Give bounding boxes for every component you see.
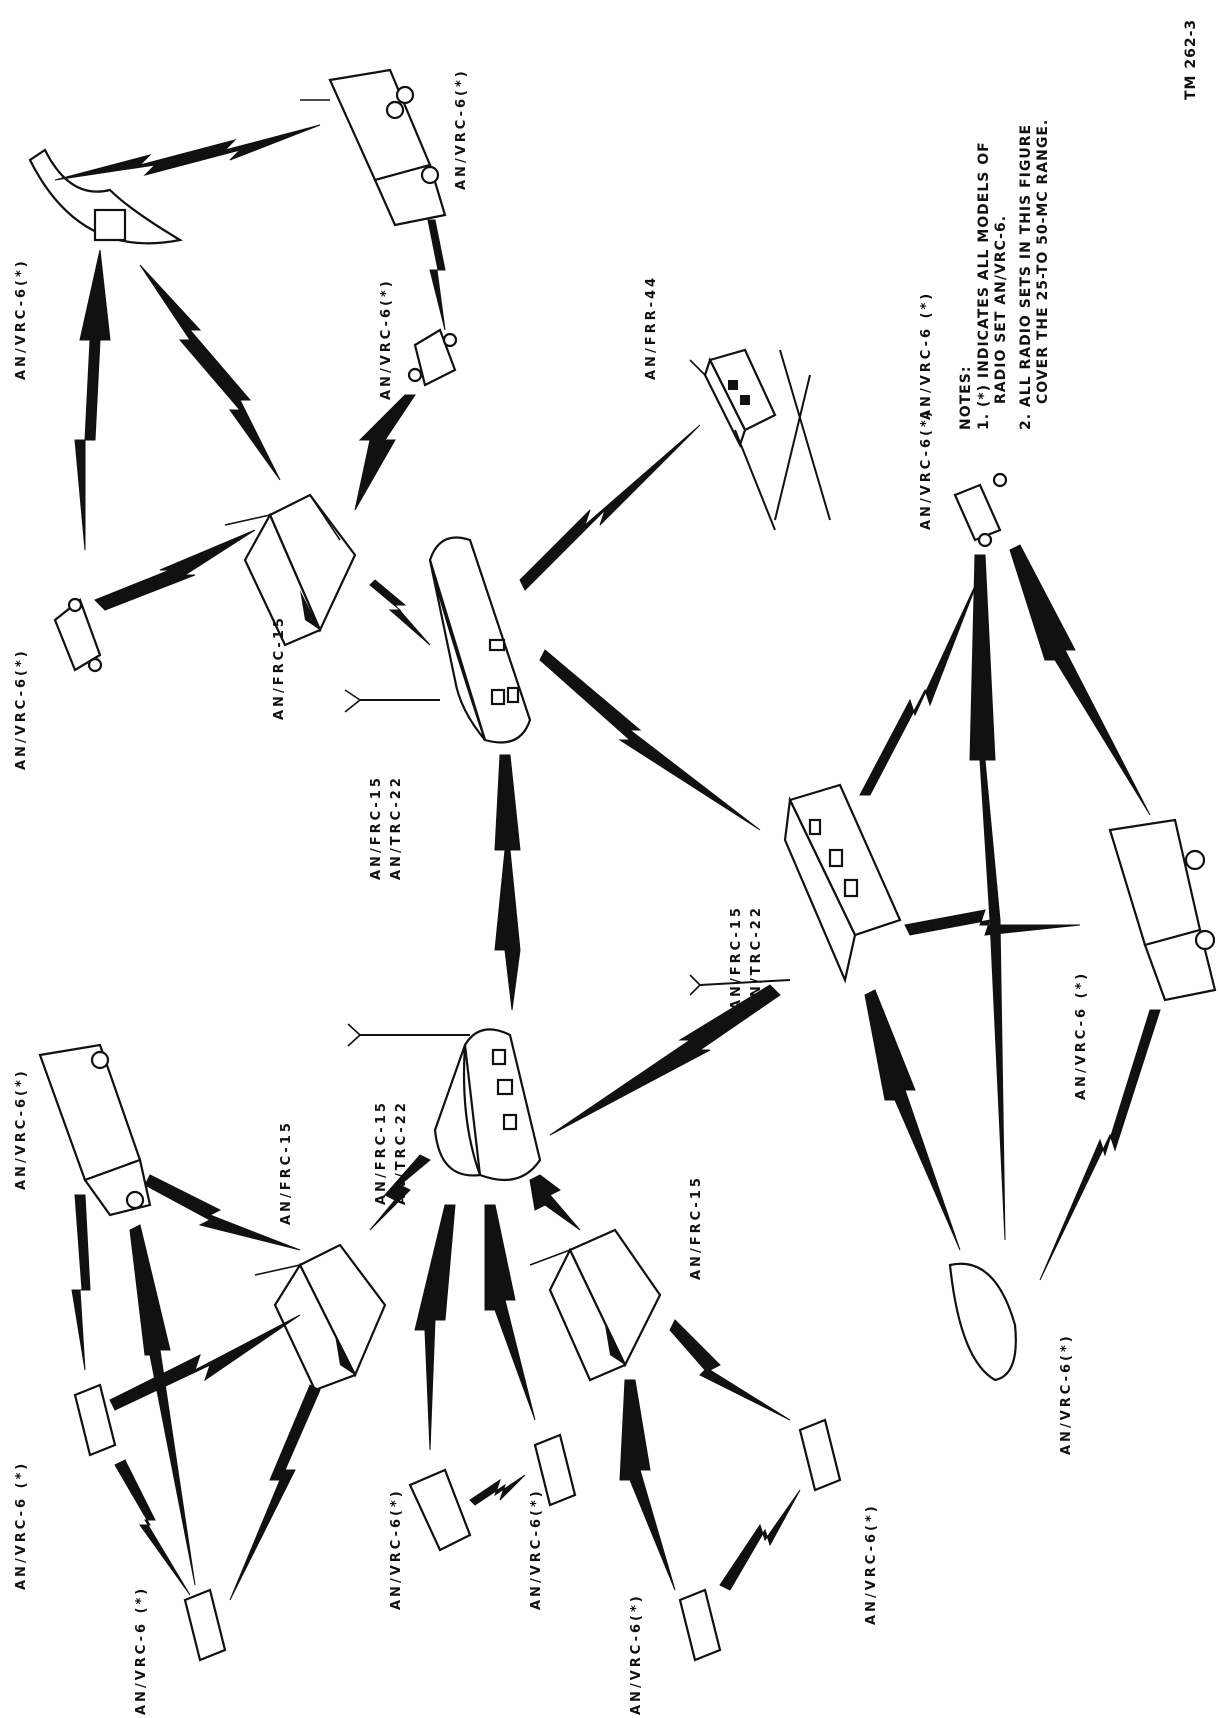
label-vrc6-left-truck: AN/VRC-6(*) — [14, 1068, 29, 1190]
notes-block: AN/VRC-6 (*) NOTES: 1. (*) INDICATES ALL… — [919, 119, 1051, 430]
label-hut-right-line1: AN/FRC-15 — [729, 905, 744, 1010]
vehicle-jeep-left-top — [55, 599, 101, 671]
label-hut-top-line1: AN/FRC-15 — [369, 775, 384, 880]
label-vrc6-left-top: AN/VRC-6(*) — [14, 648, 29, 770]
label-vrc6-bottom-2: AN/VRC-6(*) — [529, 1488, 544, 1610]
label-vrc6-bottom-4: AN/VRC-6(*) — [864, 1503, 879, 1625]
label-frc15-mid: AN/FRC-15 — [279, 1120, 294, 1225]
vehicle-truck-left — [40, 1045, 150, 1215]
figure-id: TM 262-3 — [1183, 19, 1199, 100]
notes-heading: NOTES: — [958, 366, 974, 430]
label-vrc6-left-low: AN/VRC-6 (*) — [14, 1461, 29, 1590]
label-hut-right-line2: AN/TRC-22 — [749, 905, 764, 1010]
frr44-building — [690, 350, 830, 530]
vehicle-truck-top-right — [300, 70, 445, 225]
label-vrc6-top-mid: AN/VRC-6(*) — [379, 278, 394, 400]
label-vrc6-right-jeep: AN/VRC-6(*) — [919, 408, 934, 530]
vehicle-jeep-right-mid — [955, 474, 1006, 546]
label-vrc6-top-right: AN/VRC-6(*) — [454, 68, 469, 190]
vehicle-jeep-top-mid — [409, 330, 456, 385]
note2-line1: 2. ALL RADIO SETS IN THIS FIGURE — [1018, 124, 1034, 430]
tent-station-frc15-top — [225, 495, 355, 645]
note1-line2: RADIO SET AN/VRC-6. — [993, 215, 1009, 404]
label-vrc6-bottom-1: AN/VRC-6(*) — [389, 1488, 404, 1610]
label-hut-bottom-line1: AN/FRC-15 — [374, 1100, 389, 1205]
label-vrc6-notes: AN/VRC-6 (*) — [919, 291, 934, 420]
label-hut-bottom-line2: AN/TRC-22 — [394, 1100, 409, 1205]
label-frc15-low: AN/FRC-15 — [689, 1175, 704, 1280]
vehicle-truck-right — [1110, 820, 1215, 1000]
note2-line2: COVER THE 25-TO 50-MC RANGE. — [1035, 119, 1051, 404]
label-vrc6-car: AN/VRC-6(*) — [1059, 1333, 1074, 1455]
label-vrc6-bottom-left: AN/VRC-6 (*) — [134, 1586, 149, 1715]
label-vrc6-right-truck: AN/VRC-6 (*) — [1074, 971, 1089, 1100]
tent-station-frc15-mid — [255, 1245, 385, 1390]
tent-station-frc15-low — [530, 1230, 660, 1380]
label-vrc6-top-left: AN/VRC-6(*) — [14, 258, 29, 380]
hut-station-top — [345, 538, 530, 743]
vehicle-jeep-left-low — [75, 1385, 225, 1660]
hut-station-right — [690, 785, 900, 995]
note1-line1: 1. (*) INDICATES ALL MODELS OF — [976, 141, 992, 430]
label-frc15-top: AN/FRC-15 — [272, 615, 287, 720]
vehicle-car-lower-right — [950, 1264, 1016, 1380]
label-vrc6-bottom-3: AN/VRC-6(*) — [629, 1593, 644, 1715]
label-hut-top-line2: AN/TRC-22 — [389, 775, 404, 880]
label-frr44: AN/FRR-44 — [644, 275, 659, 380]
